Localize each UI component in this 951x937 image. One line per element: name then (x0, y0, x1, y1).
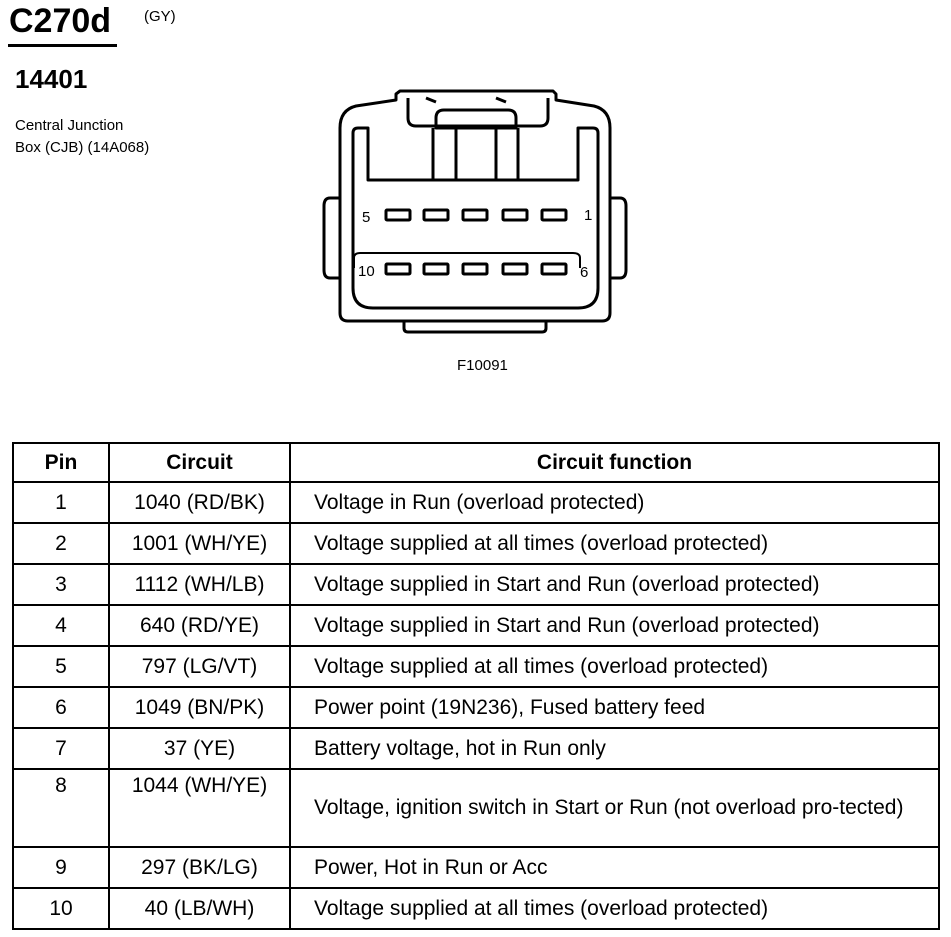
table-row: 10 40 (LB/WH) Voltage supplied at all ti… (12, 887, 940, 930)
circuit-cell: 1112 (WH/LB) (108, 563, 291, 606)
circuit-cell: 1044 (WH/YE) (108, 768, 291, 848)
pin-cell: 2 (12, 522, 110, 565)
terminal (384, 208, 412, 222)
connector-description: Central Junction Box (CJB) (14A068) (15, 115, 149, 159)
description-line-1: Central Junction (15, 117, 124, 134)
function-cell: Voltage in Run (overload protected) (289, 481, 940, 524)
terminal (461, 208, 489, 222)
table-row: 7 37 (YE) Battery voltage, hot in Run on… (12, 727, 940, 770)
terminal (422, 262, 450, 276)
header-circuit: Circuit (108, 442, 291, 483)
bottom-key (402, 321, 548, 334)
header-function: Circuit function (289, 442, 940, 483)
right-latch (610, 196, 628, 280)
terminal (501, 262, 529, 276)
connector-face-diagram: 5 1 10 6 (322, 89, 628, 334)
table-row: 1 1040 (RD/BK) Voltage in Run (overload … (12, 481, 940, 524)
pin-cell: 5 (12, 645, 110, 688)
figure-id: F10091 (457, 357, 508, 374)
function-cell: Power, Hot in Run or Acc (289, 846, 940, 889)
function-cell: Voltage supplied at all times (overload … (289, 887, 940, 930)
inner-cavity (351, 126, 600, 310)
header-pin: Pin (12, 442, 110, 483)
circuit-cell: 37 (YE) (108, 727, 291, 770)
circuit-cell: 797 (LG/VT) (108, 645, 291, 688)
circuit-cell: 1001 (WH/YE) (108, 522, 291, 565)
table-row: 4 640 (RD/YE) Voltage supplied in Start … (12, 604, 940, 647)
function-cell: Voltage, ignition switch in Start or Run… (289, 768, 940, 848)
pin-label-5: 5 (362, 209, 370, 226)
description-line-2: Box (CJB) (14A068) (15, 139, 150, 156)
table-row: 2 1001 (WH/YE) Voltage supplied at all t… (12, 522, 940, 565)
top-latch (406, 98, 550, 128)
pin-cell: 3 (12, 563, 110, 606)
color-code: (GY) (144, 8, 176, 25)
pin-cell: 10 (12, 887, 110, 930)
pin-cell: 8 (12, 768, 110, 848)
function-cell: Voltage supplied at all times (overload … (289, 522, 940, 565)
pin-cell: 1 (12, 481, 110, 524)
terminal (501, 208, 529, 222)
pin-cell: 6 (12, 686, 110, 729)
terminal (384, 262, 412, 276)
terminal (540, 208, 568, 222)
housing-outline (338, 89, 612, 323)
table-header-row: Pin Circuit Circuit function (12, 442, 940, 483)
left-latch (322, 196, 340, 280)
pin-label-10: 10 (358, 263, 375, 280)
circuit-cell: 1040 (RD/BK) (108, 481, 291, 524)
table-row: 8 1044 (WH/YE) Voltage, ignition switch … (12, 768, 940, 848)
pin-label-6: 6 (580, 264, 588, 281)
table-row: 6 1049 (BN/PK) Power point (19N236), Fus… (12, 686, 940, 729)
connector-id-underline (8, 44, 117, 47)
pin-cell: 9 (12, 846, 110, 889)
terminal (461, 262, 489, 276)
function-cell: Voltage supplied at all times (overload … (289, 645, 940, 688)
function-cell: Voltage supplied in Start and Run (overl… (289, 563, 940, 606)
circuit-cell: 297 (BK/LG) (108, 846, 291, 889)
table-row: 5 797 (LG/VT) Voltage supplied at all ti… (12, 645, 940, 688)
terminal (422, 208, 450, 222)
terminal (540, 262, 568, 276)
pin-cell: 7 (12, 727, 110, 770)
pin-label-1: 1 (584, 207, 592, 224)
circuit-cell: 640 (RD/YE) (108, 604, 291, 647)
circuit-cell: 1049 (BN/PK) (108, 686, 291, 729)
function-cell: Power point (19N236), Fused battery feed (289, 686, 940, 729)
circuit-cell: 40 (LB/WH) (108, 887, 291, 930)
part-number: 14401 (15, 64, 88, 94)
function-cell: Battery voltage, hot in Run only (289, 727, 940, 770)
pin-cell: 4 (12, 604, 110, 647)
table-row: 3 1112 (WH/LB) Voltage supplied in Start… (12, 563, 940, 606)
function-cell: Voltage supplied in Start and Run (overl… (289, 604, 940, 647)
connector-id: C270d (9, 2, 112, 40)
table-row: 9 297 (BK/LG) Power, Hot in Run or Acc (12, 846, 940, 889)
pin-table: Pin Circuit Circuit function 1 1040 (RD/… (12, 442, 940, 930)
